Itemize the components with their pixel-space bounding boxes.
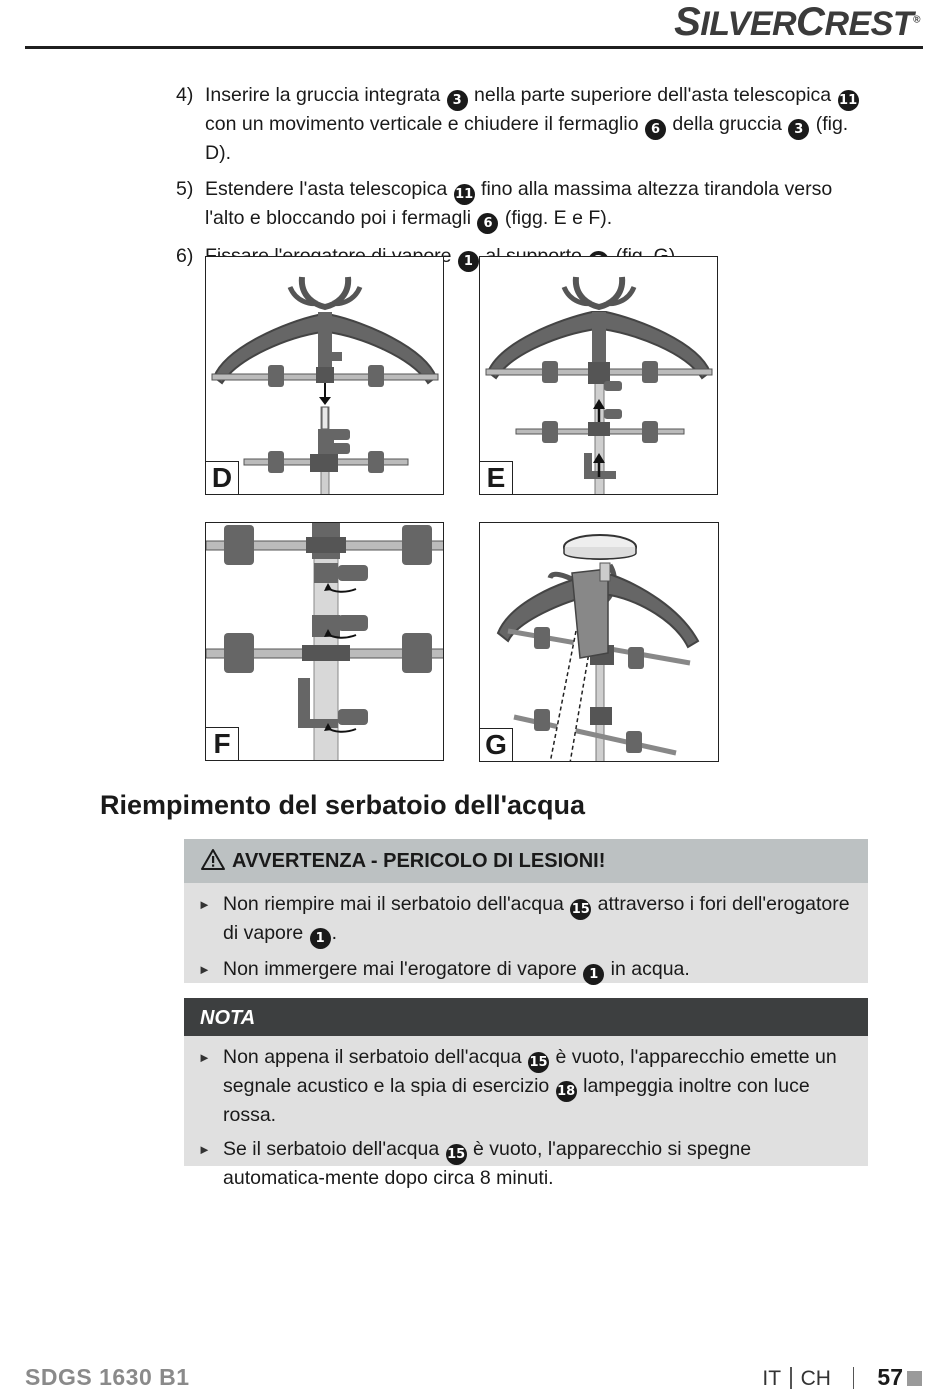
note-box: NOTA ►Non appena il serbatoio dell'acqua… [184, 998, 868, 1189]
note-list: ►Non appena il serbatoio dell'acqua 15 è… [184, 1036, 868, 1205]
hanger-illustration-d [211, 276, 439, 494]
list-item: ►Non riempire mai il serbatoio dell'acqu… [198, 891, 858, 949]
hanger-illustration-e [485, 276, 713, 494]
ref-number: 15 [445, 1144, 467, 1165]
ref-number: 18 [555, 1081, 577, 1102]
ref-number: 6 [644, 119, 666, 140]
list-item: ►Se il serbatoio dell'acqua 15 è vuoto, … [198, 1138, 752, 1189]
footer-page-info: IT CH 57 [762, 1364, 922, 1391]
instruction-steps: 4) Inserire la gruccia integrata 3 nella… [176, 82, 876, 281]
warning-list: ►Non riempire mai il serbatoio dell'acqu… [184, 883, 868, 998]
ref-number: 6 [477, 213, 499, 234]
figure-d: D [205, 256, 444, 495]
ref-number: 1 [583, 964, 605, 985]
language-code: IT [762, 1367, 782, 1390]
steamer-attachment-illustration [496, 534, 700, 761]
figure-label: D [206, 461, 239, 494]
figure-g: G [479, 522, 719, 762]
brand-logo: SILVERCREST® [674, 0, 920, 44]
step-5: 5) Estendere l'asta telescopica 11 fino … [176, 176, 876, 234]
header-rule [25, 46, 923, 49]
figure-label: G [480, 728, 513, 761]
ref-number: 11 [837, 90, 859, 111]
ref-number: 11 [453, 184, 475, 205]
language-code: CH [800, 1367, 831, 1390]
list-item: ►Non immergere mai l'erogatore di vapore… [198, 956, 858, 985]
ref-number: 1 [457, 251, 479, 272]
ref-number: 3 [446, 90, 468, 111]
figure-f: F [205, 522, 444, 761]
warning-triangle-icon [201, 849, 225, 870]
step-4: 4) Inserire la gruccia integrata 3 nella… [176, 84, 859, 164]
ref-number: 15 [528, 1052, 550, 1073]
ref-number: 1 [309, 928, 331, 949]
page-marker [907, 1371, 922, 1386]
ref-number: 3 [788, 119, 810, 140]
clip-detail-illustration [206, 523, 443, 760]
note-header: NOTA [184, 998, 868, 1036]
page-number: 57 [877, 1364, 903, 1390]
figure-e: E [479, 256, 718, 495]
section-title: Riempimento del serbatoio dell'acqua [100, 790, 586, 820]
ref-number: 15 [570, 899, 592, 920]
warning-box: AVVERTENZA - PERICOLO DI LESIONI! ►Non r… [184, 839, 868, 985]
list-item: ►Non appena il serbatoio dell'acqua 15 è… [198, 1046, 837, 1126]
warning-header: AVVERTENZA - PERICOLO DI LESIONI! [184, 839, 868, 883]
figure-label: F [206, 727, 239, 760]
footer-model: SDGS 1630 B1 [25, 1364, 190, 1390]
figure-label: E [480, 461, 513, 494]
